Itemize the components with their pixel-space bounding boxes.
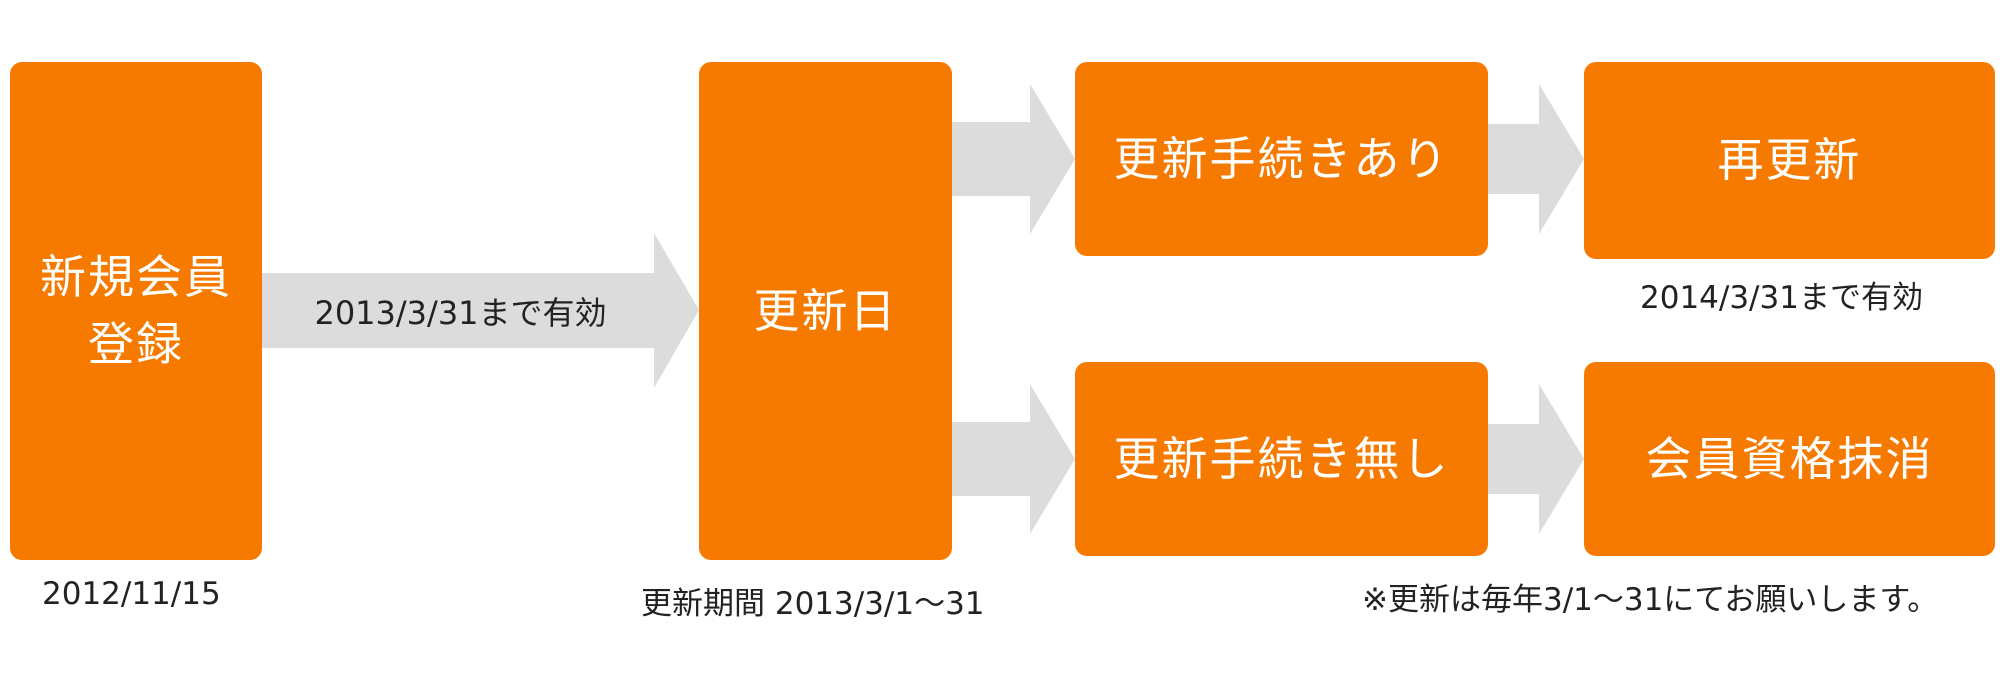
arrow-with-procedure-to-re-renewal: [1488, 84, 1584, 234]
arrow-without-procedure-to-cancelled: [1488, 384, 1584, 534]
arrow-renewal-date-to-without-procedure: [952, 384, 1075, 534]
node-renewal-date-label: 更新日: [753, 283, 898, 338]
node-renewal-without-procedure-label: 更新手続き無し: [1113, 431, 1450, 486]
node-membership-cancelled: 会員資格抹消: [1584, 362, 1995, 556]
arrow-shape: [952, 384, 1075, 534]
caption-re-renewal-validity: 2014/3/31まで有効: [1640, 280, 1923, 316]
arrow-shape: [952, 84, 1075, 234]
arrow-validity-label: 2013/3/31まで有効: [314, 293, 607, 332]
caption-renewal-note: ※更新は毎年3/1〜31にてお願いします。: [1362, 582, 1939, 618]
caption-renewal-period: 更新期間 2013/3/1〜31: [641, 586, 985, 622]
node-renewal-date: 更新日: [699, 62, 952, 560]
node-re-renewal-label: 再更新: [1717, 133, 1862, 188]
node-re-renewal: 再更新: [1584, 62, 1995, 259]
arrow-shape: [262, 233, 699, 388]
arrow-shape: [1488, 384, 1584, 534]
caption-registration-date: 2012/11/15: [42, 576, 221, 612]
node-new-member-registration-label: 新規会員 登録: [40, 250, 232, 371]
node-renewal-with-procedure: 更新手続きあり: [1075, 62, 1488, 256]
node-renewal-with-procedure-label: 更新手続きあり: [1113, 131, 1450, 186]
arrow-shape: [1488, 84, 1584, 234]
node-membership-cancelled-label: 会員資格抹消: [1645, 431, 1934, 486]
node-renewal-without-procedure: 更新手続き無し: [1075, 362, 1488, 556]
arrow-renewal-date-to-with-procedure: [952, 84, 1075, 234]
arrow-registration-to-renewal-date: 2013/3/31まで有効: [262, 233, 699, 388]
node-new-member-registration: 新規会員 登録: [10, 62, 262, 560]
